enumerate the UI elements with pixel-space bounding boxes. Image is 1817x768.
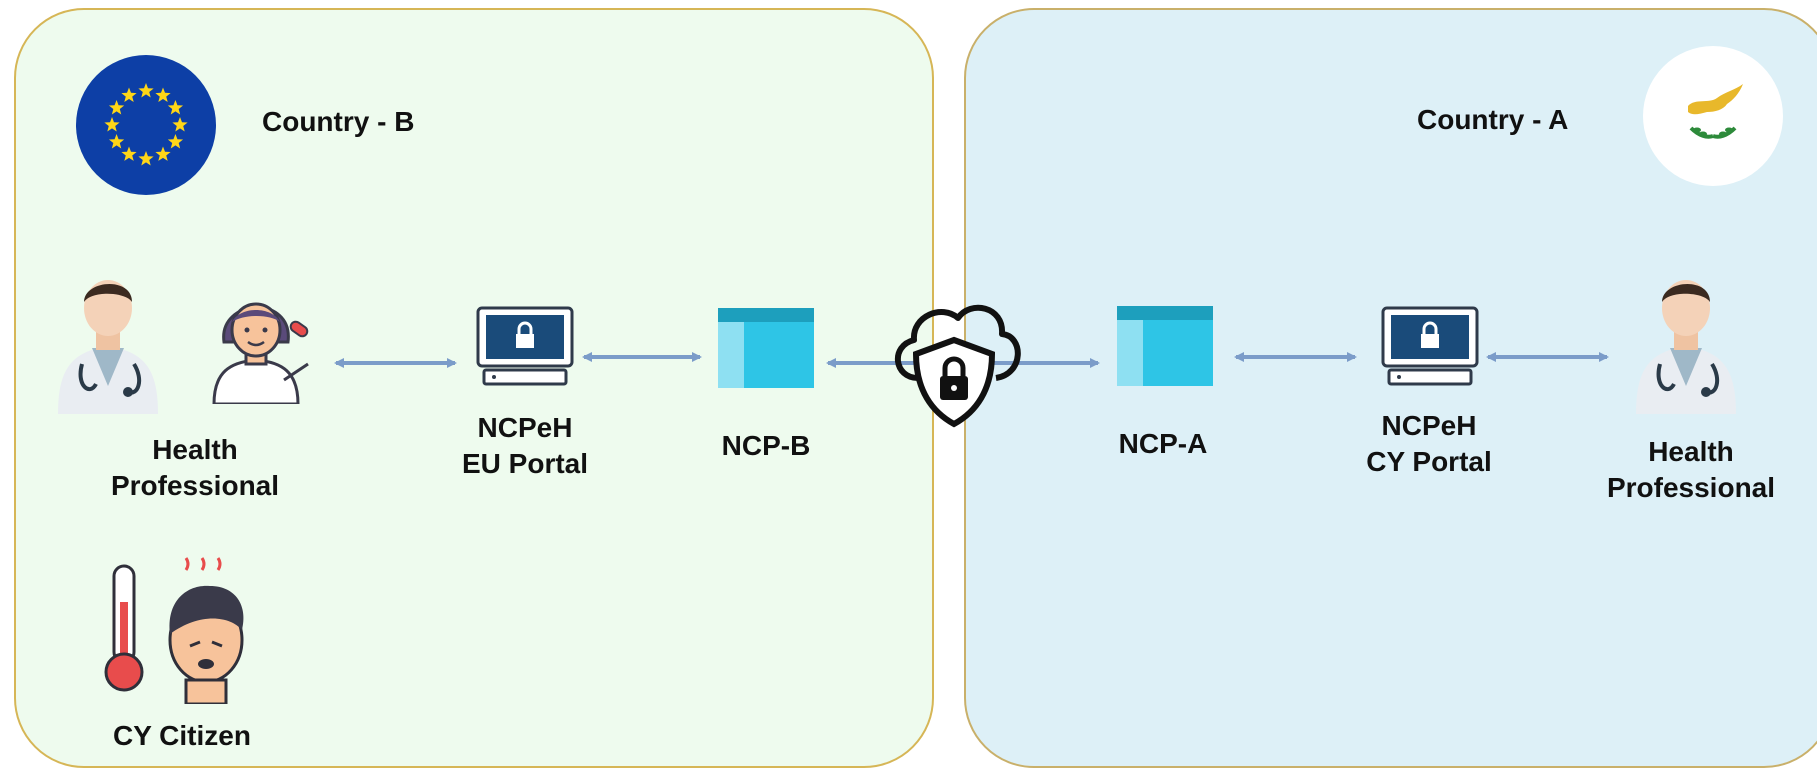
monitor-lock-icon xyxy=(476,306,574,386)
doctor-icon xyxy=(1636,280,1736,414)
left-hp-line1: Health xyxy=(152,434,238,465)
eu-star xyxy=(172,117,188,132)
cy-portal-line1: NCPeH xyxy=(1381,410,1477,441)
server-window-icon xyxy=(1117,306,1213,386)
eu-flag-icon xyxy=(76,55,216,195)
cy-portal-label: NCPeH CY Portal xyxy=(1336,408,1522,480)
eu-star xyxy=(108,134,125,149)
monitor-lock-icon xyxy=(1381,306,1479,386)
eu-star xyxy=(155,146,171,161)
eu-star xyxy=(167,100,184,115)
eu-portal-line2: EU Portal xyxy=(461,448,589,479)
eu-star xyxy=(138,83,154,98)
cy-citizen-label: CY Citizen xyxy=(113,720,251,751)
right-hp-line1: Health xyxy=(1648,436,1734,467)
left-health-professional-label: Health Professional xyxy=(90,432,300,504)
cy-portal-line2: CY Portal xyxy=(1366,446,1492,477)
pharmacist-icon xyxy=(212,302,309,404)
right-hp-line2: Professional xyxy=(1606,472,1776,503)
country-b-title: Country - B xyxy=(262,106,415,137)
doctor-icon xyxy=(58,280,158,414)
sick-person-icon xyxy=(168,557,244,704)
country-a-title: Country - A xyxy=(1417,104,1569,135)
eu-star xyxy=(155,87,171,103)
eu-star xyxy=(121,87,137,103)
eu-star xyxy=(138,151,154,166)
eu-portal-label: NCPeH EU Portal xyxy=(432,410,618,482)
ncp-b-label: NCP-B xyxy=(721,430,811,461)
ncp-a-label: NCP-A xyxy=(1118,428,1208,459)
thermometer-icon xyxy=(104,564,144,692)
cloud-shield-lock-icon xyxy=(894,304,1021,428)
eu-star xyxy=(167,134,184,149)
left-hp-line2: Professional xyxy=(110,470,280,501)
server-window-icon xyxy=(718,308,814,388)
eu-star xyxy=(121,146,137,161)
eu-star xyxy=(104,117,120,132)
right-health-professional-label: Health Professional xyxy=(1586,434,1796,506)
eu-portal-line1: NCPeH xyxy=(477,412,573,443)
eu-star xyxy=(108,100,125,115)
cyprus-flag-icon xyxy=(1643,46,1783,186)
